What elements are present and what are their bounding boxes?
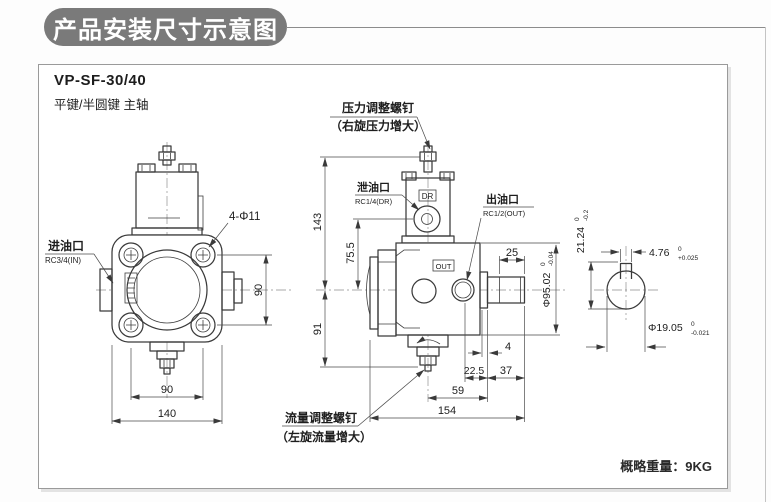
marking-out: OUT	[436, 262, 452, 271]
svg-text:0: 0	[540, 262, 547, 266]
front-tower	[131, 163, 204, 236]
shaft-circle	[606, 270, 646, 310]
side-labels: 压力调整螺钉 （右旋压力增大） 泄油口 RC1/4(DR) 出油口 RC1/2(…	[276, 100, 534, 444]
outlet-port-circle	[451, 278, 475, 302]
dim-bolt-span-h: 90	[161, 384, 173, 396]
bolt-holes-label: 4-Φ11	[229, 211, 260, 223]
front-flange	[99, 234, 243, 343]
inlet-spec: RC3/4(IN)	[45, 256, 81, 265]
flow-screw-leader	[357, 369, 425, 427]
dim-total-length: 154	[438, 405, 456, 417]
svg-text:-0.021: -0.021	[691, 330, 710, 337]
flow-screw-label: 流量调整螺钉	[285, 410, 357, 425]
drain-leader	[401, 194, 420, 211]
dim-shaft-end-len: 25	[506, 247, 518, 259]
shaft	[486, 276, 526, 304]
side-tower: DR	[401, 171, 455, 244]
flow-screw-note: （左旋流量增大）	[276, 429, 372, 444]
pressure-screw-note: （右旋压力增大）	[330, 118, 426, 133]
front-view: 90 140 90 进油口 RC3/4(IN) 4-Φ11	[45, 142, 292, 424]
marking-dr: DR	[422, 192, 434, 201]
dim-bolt-span-v: 90	[253, 284, 265, 296]
product-shaft-note: 平键/半圆键 主轴	[54, 98, 149, 112]
inlet-leader	[93, 253, 114, 284]
pressure-screw-label: 压力调整螺钉	[342, 100, 414, 115]
outlet-spec: RC1/2(OUT)	[483, 209, 526, 218]
front-pressure-screw	[158, 145, 176, 166]
drain-port-circle	[413, 205, 441, 233]
front-bolt-hole	[190, 312, 216, 338]
weight-note: 概略重量：9KG	[620, 459, 712, 474]
page-title: 产品安装尺寸示意图	[44, 8, 287, 46]
front-bore-circle	[126, 249, 208, 331]
header-rule	[286, 27, 766, 28]
dim-shaft-dia: Φ19.05 0 -0.021	[648, 321, 710, 337]
drain-label: 泄油口	[357, 180, 390, 194]
front-inlet-port	[99, 268, 113, 312]
svg-text:0: 0	[678, 246, 682, 253]
shaft-section-dimensions: 4.76 0 +0.025 21.24 0 -0.2 Φ19.05	[574, 209, 710, 352]
product-heading: VP-SF-30/40 平键/半圆键 主轴	[54, 72, 148, 113]
front-nameplate	[124, 272, 138, 304]
svg-text:0: 0	[691, 321, 695, 328]
dim-center-to-face: 59	[452, 385, 464, 397]
svg-text:-0.04: -0.04	[548, 251, 555, 266]
dim-height-drain: 75.5	[345, 242, 357, 263]
keyway	[619, 262, 633, 279]
dim-boss-thickness: 4	[505, 341, 511, 353]
svg-text:21.24: 21.24	[575, 227, 587, 253]
side-view: DR OUT	[276, 100, 568, 444]
side-mount-plates	[366, 249, 397, 337]
dim-face-to-end: 37	[500, 365, 512, 377]
front-bolt-hole	[118, 312, 144, 338]
pressure-screw-leader	[416, 116, 431, 150]
side-dimensions: 143 75.5 91 25	[312, 156, 560, 422]
dim-height-lower: 91	[312, 323, 324, 335]
bolt-holes-leader	[208, 222, 229, 248]
outlet-label: 出油口	[486, 192, 519, 206]
dim-pilot-dia: Φ95.02 0 -0.04	[540, 251, 555, 308]
front-flow-screw	[149, 341, 185, 375]
outlet-leader	[466, 217, 482, 281]
inlet-label: 进油口	[48, 238, 84, 253]
ccw-arrow-marking	[416, 336, 441, 345]
svg-text:4.76: 4.76	[649, 247, 670, 259]
front-labels: 进油口 RC3/4(IN) 4-Φ11	[45, 211, 260, 284]
svg-text:-0.2: -0.2	[583, 209, 590, 221]
dim-height-total: 143	[312, 213, 324, 231]
front-bolt-hole	[118, 242, 144, 268]
page-edge-rule	[765, 27, 766, 502]
svg-text:Φ19.05: Φ19.05	[648, 322, 683, 334]
front-bolt-hole	[190, 242, 216, 268]
dim-key-height: 21.24 0 -0.2	[574, 209, 590, 253]
dim-outlet-to-face: 22.5	[464, 365, 485, 377]
side-body: OUT	[366, 242, 526, 337]
svg-text:0: 0	[574, 217, 581, 221]
dim-key-width: 4.76 0 +0.025	[649, 246, 698, 262]
product-model: VP-SF-30/40	[54, 72, 147, 89]
svg-text:+0.025: +0.025	[678, 255, 698, 262]
front-dimensions: 90 140 90	[111, 254, 272, 424]
side-pressure-screw	[419, 145, 437, 173]
side-flow-screw	[407, 334, 449, 372]
drain-spec: RC1/4(DR)	[355, 197, 393, 206]
dim-flange-width: 140	[158, 408, 176, 420]
shaft-section-view: 4.76 0 +0.025 21.24 0 -0.2 Φ19.05	[574, 209, 710, 352]
svg-text:Φ95.02: Φ95.02	[541, 273, 553, 308]
